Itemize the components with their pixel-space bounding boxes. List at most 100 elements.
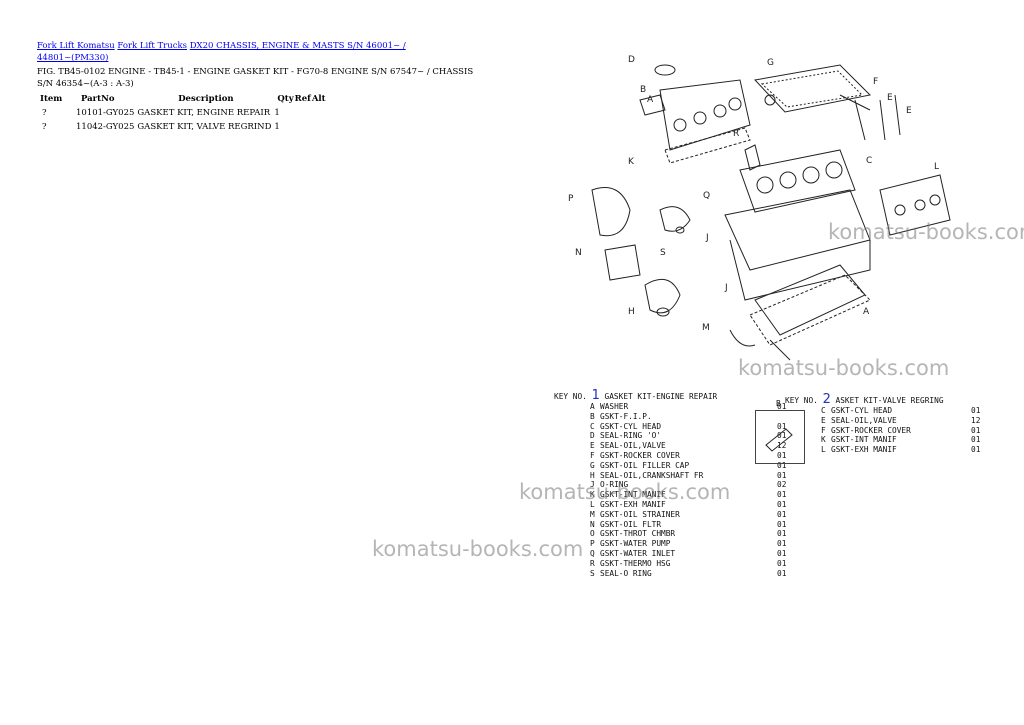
key-item-letter: E	[821, 415, 826, 425]
cell-description: GASKET KIT, VALVE REGRIND	[137, 122, 272, 132]
key-item-letter: O	[590, 529, 595, 539]
cell-qty: 1	[274, 122, 280, 132]
callout-label: L	[934, 162, 939, 172]
key-item-name: SEAL-OIL,VALVE	[600, 441, 666, 451]
callout-label: Q	[703, 191, 710, 201]
callout-label: A	[647, 95, 654, 105]
key-item-letter: J	[590, 480, 595, 490]
callout-label: C	[866, 156, 872, 166]
key-2-inset-label: B	[776, 399, 781, 408]
key-item-letter: D	[590, 431, 595, 441]
key-2-heading: KEY NO. 2 ASKET KIT-VALVE REGRING	[785, 392, 944, 407]
watermark: komatsu-books.com	[372, 537, 584, 561]
breadcrumb-link-model[interactable]: DX20 CHASSIS, ENGINE & MASTS S/N 46001~ …	[37, 41, 406, 63]
parts-table: Item PartNo Description Qty Ref Alt ? 10…	[37, 92, 329, 134]
key-item-qty: 01	[971, 435, 981, 445]
key-item-letter: S	[590, 568, 595, 578]
key-item-qty: 01	[777, 519, 787, 529]
key-item-name: WASHER	[600, 402, 629, 411]
key-item: K GSKT-INT MANIF 01	[590, 490, 786, 500]
key-1-number: 1	[591, 388, 600, 403]
key-item-qty: 02	[777, 480, 787, 490]
key-item-qty: 01	[777, 529, 787, 539]
key-item-qty: 01	[971, 425, 981, 435]
key-item-qty: 12	[777, 441, 787, 451]
key-item: S SEAL-O RING 01	[590, 568, 786, 579]
callout-label: D	[628, 55, 635, 65]
key-item-qty: 01	[777, 499, 787, 509]
key-item: E SEAL-OIL,VALVE 12	[590, 441, 786, 451]
cell-description: GASKET KIT, ENGINE REPAIR	[137, 108, 271, 118]
callout-label: M	[702, 323, 710, 333]
exploded-parts-diagram: D G F E E B A R K C L P Q J N S J H M A …	[540, 40, 1024, 600]
key-item-name: GSKT-F.I.P.	[600, 411, 652, 421]
key-item-qty: 01	[777, 402, 787, 411]
key-2-inset-box: B	[755, 399, 805, 464]
key-2-title: ASKET KIT-VALVE REGRING	[835, 396, 944, 405]
key-item-letter: F	[590, 450, 595, 460]
key-item-name: GSKT-EXH MANIF	[600, 499, 666, 509]
key-item-letter: R	[590, 558, 595, 568]
col-description: Description	[178, 94, 234, 104]
key-item-qty: 01	[777, 490, 787, 500]
table-header-row: Item PartNo Description Qty Ref Alt	[37, 92, 329, 106]
key-item-letter: K	[590, 490, 595, 500]
col-alt: Alt	[311, 94, 326, 104]
callout-label: H	[628, 307, 635, 317]
callout-label: P	[568, 194, 574, 204]
key-item-letter: Q	[590, 548, 595, 558]
callout-label: J	[705, 233, 709, 243]
table-row: ? 11042-GY025 GASKET KIT, VALVE REGRIND …	[37, 120, 329, 134]
callout-label: R	[733, 129, 739, 139]
key-item-letter: P	[590, 539, 595, 549]
breadcrumb-link-fork-lift-komatsu[interactable]: Fork Lift Komatsu	[37, 41, 115, 51]
cell-item: ?	[42, 108, 47, 118]
key-item-letter: E	[590, 441, 595, 451]
key-item-qty: 01	[777, 460, 787, 470]
key-item-qty: 01	[777, 558, 787, 568]
key-item-qty: 12	[971, 415, 981, 425]
key-item-letter: L	[821, 445, 826, 455]
key-item-name: GSKT-INT MANIF	[600, 490, 666, 500]
key-item-letter: C	[821, 406, 826, 415]
key-item-qty: 01	[777, 539, 787, 549]
key-item-name: GSKT-EXH MANIF	[831, 445, 897, 455]
watermark: komatsu-books.com	[738, 356, 950, 380]
callout-label: J	[724, 283, 728, 293]
key-item-letter: M	[590, 509, 595, 519]
key-item-name: GSKT-OIL FLTR	[600, 519, 662, 529]
key-item-name: GSKT-THERMO HSG	[600, 558, 671, 568]
key-item-name: GSKT-CYL HEAD	[831, 406, 893, 415]
key-item-name: GSKT-OIL STRAINER	[600, 509, 680, 519]
col-ref: Ref	[294, 94, 311, 104]
callout-label: N	[575, 248, 582, 258]
callout-label: E	[906, 106, 912, 116]
key-item-name: SEAL-O RING	[600, 568, 652, 578]
key-1-title: GASKET KIT-ENGINE REPAIR	[604, 392, 718, 401]
cell-qty: 1	[274, 108, 280, 118]
breadcrumb-link-fork-lift-trucks[interactable]: Fork Lift Trucks	[117, 41, 187, 51]
cell-item: ?	[42, 122, 47, 132]
key-item-letter: A	[590, 402, 595, 411]
key-item-letter: F	[821, 425, 826, 435]
key-item-qty: 01	[777, 470, 787, 480]
key-item-name: GSKT-WATER INLET	[600, 548, 676, 558]
callout-label: F	[873, 77, 878, 87]
key-item: R GSKT-THERMO HSG 01	[590, 558, 786, 569]
key-item-name: SEAL-OIL,CRANKSHAFT FR	[600, 470, 704, 480]
key-item-qty: 01	[777, 568, 787, 578]
